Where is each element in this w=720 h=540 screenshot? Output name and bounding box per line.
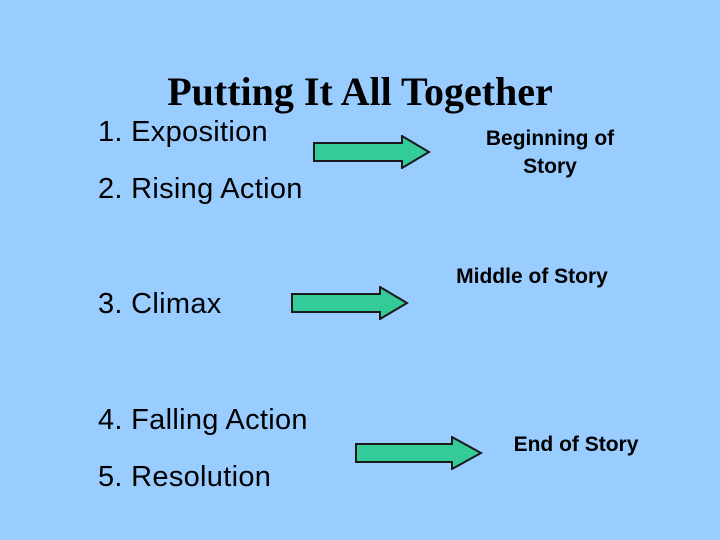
label-middle-of-story: Middle of Story <box>456 265 608 288</box>
title-text: Putting It All Together <box>167 69 553 114</box>
item-rising-action: 2. Rising Action <box>98 173 303 205</box>
item-exposition: 1. Exposition <box>98 116 268 148</box>
right-arrow-icon <box>313 135 431 169</box>
item-climax: 3. Climax <box>98 288 222 320</box>
item-falling-action: 4. Falling Action <box>98 404 308 436</box>
label-beginning-of-story: Beginning of Story <box>485 127 615 178</box>
right-arrow-icon <box>355 436 484 470</box>
slide-title: Putting It All Together <box>0 68 720 115</box>
item-resolution: 5. Resolution <box>98 461 272 493</box>
label-end-of-story: End of Story <box>513 433 639 456</box>
right-arrow-icon <box>291 286 409 320</box>
